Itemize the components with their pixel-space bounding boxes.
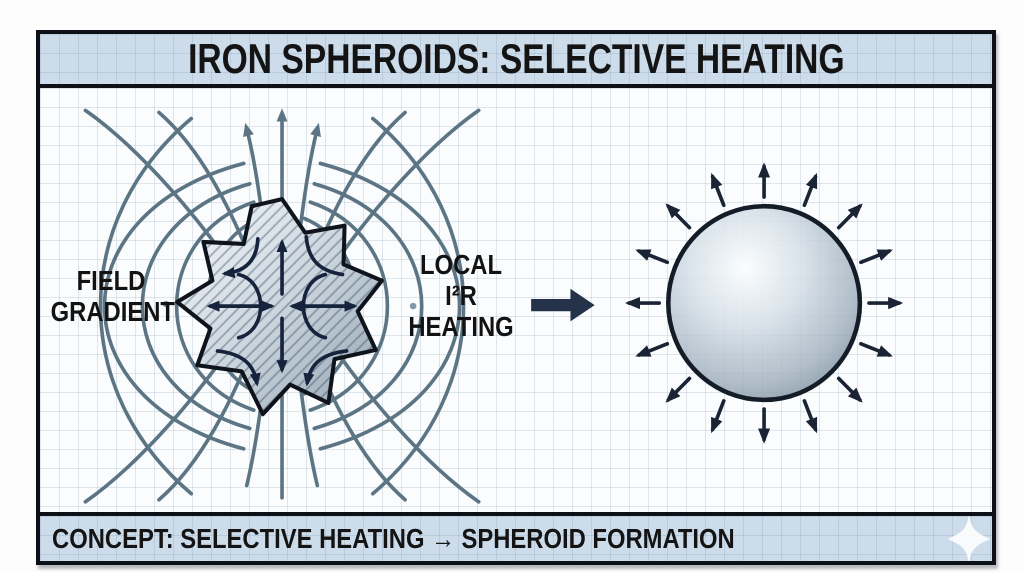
graph-paper-canvas: FIELD GRADIENT LOCAL I²R HEATING bbox=[40, 88, 992, 512]
field-gradient-line1: FIELD bbox=[76, 265, 146, 296]
sparkle-icon bbox=[947, 516, 991, 561]
field-gradient-line2: GRADIENT bbox=[50, 296, 175, 327]
transition-arrow-icon bbox=[531, 288, 595, 322]
eddy-current-arrows bbox=[206, 234, 358, 387]
diagram-frame: IRON SPHEROIDS: SELECTIVE HEATING bbox=[36, 30, 996, 565]
iron-particle bbox=[175, 197, 384, 417]
local-heating-label: LOCAL I²R HEATING bbox=[390, 249, 532, 342]
title-bar: IRON SPHEROIDS: SELECTIVE HEATING bbox=[40, 34, 992, 88]
diagram-graphics bbox=[83, 108, 904, 504]
spheroid bbox=[666, 203, 863, 403]
field-gradient-label: FIELD GRADIENT bbox=[40, 265, 182, 327]
local-heating-line3: HEATING bbox=[408, 311, 514, 342]
page-title: IRON SPHEROIDS: SELECTIVE HEATING bbox=[187, 35, 845, 82]
caption-bar: CONCEPT: SELECTIVE HEATING → SPHEROID FO… bbox=[40, 512, 992, 561]
local-heating-line1: LOCAL bbox=[420, 249, 502, 280]
heat-arrows bbox=[624, 162, 904, 444]
caption-text: CONCEPT: SELECTIVE HEATING → SPHEROID FO… bbox=[52, 523, 735, 554]
local-heating-line2: I²R bbox=[445, 280, 477, 311]
